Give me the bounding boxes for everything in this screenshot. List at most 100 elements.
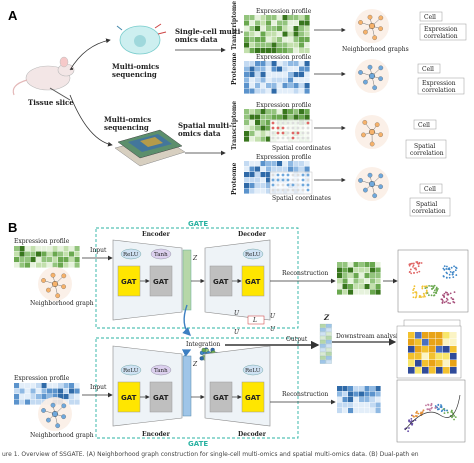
scatter-point: [422, 292, 425, 295]
tanh-label-2: Tanh: [154, 368, 168, 374]
overlay-bg: [269, 171, 313, 195]
spot: [301, 173, 305, 177]
svg-text:correlation: correlation: [410, 150, 444, 157]
expr-profile-label-4: Expression profile: [256, 154, 312, 161]
matrix-cell: [260, 72, 266, 78]
matrix-cell: [255, 131, 261, 137]
trajectory-point: [446, 409, 448, 412]
scatter-point: [448, 273, 451, 276]
z-cell: [319, 351, 326, 356]
latent-bar-bottom: [182, 355, 192, 417]
spot: [271, 173, 275, 177]
matrix-cell: [255, 88, 261, 94]
spot: [286, 126, 290, 130]
matrix-cell: [277, 61, 283, 67]
panel-b-label: B: [8, 220, 17, 235]
spot: [276, 183, 280, 187]
b-input-label-1: Input: [90, 247, 107, 254]
matrix-cell: [249, 166, 255, 172]
matrix-cell: [342, 408, 348, 414]
matrix-cell: [266, 66, 272, 72]
scatter-point: [453, 291, 456, 293]
spot: [276, 178, 280, 182]
matrix-cell: [271, 166, 277, 172]
trajectory-point: [438, 408, 440, 410]
loss-box: [247, 315, 265, 325]
matrix-cell: [244, 20, 250, 26]
multiomics-seq-label-1b: sequencing: [112, 70, 157, 79]
matrix-cell: [348, 408, 354, 414]
scatter-point: [426, 286, 428, 289]
svg-text:Spatial: Spatial: [414, 143, 435, 150]
matrix-cell: [337, 397, 343, 403]
matrix-cell: [266, 48, 272, 54]
matrix-cell: [364, 386, 370, 392]
matrix-cell: [249, 177, 255, 183]
scatter-point: [435, 286, 438, 289]
scatter-point: [412, 265, 414, 268]
matrix-cell: [293, 26, 299, 32]
matrix-cell: [266, 31, 272, 37]
matrix-cell: [266, 183, 272, 189]
z-cell: [325, 343, 332, 348]
matrix-cell: [58, 257, 64, 263]
matrix-cell: [255, 125, 261, 131]
trajectory-point: [421, 412, 423, 414]
matrix-cell: [47, 251, 53, 257]
spatial-data-label-b: omics data: [178, 129, 221, 138]
matrix-cell: [255, 172, 261, 178]
spatial-coords-label-1: Spatial coordinates: [272, 145, 331, 152]
tanh-label-1: Tanh: [154, 252, 168, 258]
matrix-cell: [52, 394, 58, 400]
matrix-cell: [337, 273, 343, 279]
scatter-point: [423, 294, 426, 297]
scatter-point: [452, 276, 455, 279]
scatter-point: [415, 295, 418, 298]
matrix-cell: [249, 15, 255, 21]
matrix-cell: [260, 61, 266, 67]
matrix-cell: [30, 388, 36, 394]
graph-node: [378, 76, 383, 82]
gat-block-4: [241, 265, 265, 297]
scatter-point: [416, 271, 419, 274]
matrix-cell: [249, 109, 255, 115]
matrix-cell: [359, 278, 365, 284]
z-cell: [319, 331, 326, 336]
scatter-point: [421, 285, 424, 288]
graph-center: [369, 128, 376, 135]
matrix-cell: [337, 402, 343, 408]
matrix-cell: [255, 109, 261, 115]
heat-cell: [415, 332, 422, 339]
heat-cell: [415, 353, 422, 360]
matrix-cell: [266, 114, 272, 120]
matrix-cell: [370, 397, 376, 403]
matrix-cell: [69, 399, 75, 405]
spot: [301, 183, 305, 187]
matrix-cell: [337, 278, 343, 284]
matrix-cell: [342, 397, 348, 403]
trajectory-point: [430, 404, 432, 407]
relu-node-3: [120, 364, 142, 376]
scatter-point: [435, 288, 438, 290]
spot: [271, 121, 275, 125]
graph-node: [61, 403, 67, 409]
matrix-cell: [353, 267, 359, 273]
trajectory-point: [440, 404, 442, 406]
scatter-point: [414, 291, 417, 294]
trajectory-point: [416, 410, 418, 413]
matrix-cell: [293, 48, 299, 54]
heat-cell: [429, 339, 436, 346]
matrix-cell: [266, 77, 272, 83]
b-rna-input-matrix: [14, 246, 80, 268]
matrix-cell: [249, 31, 255, 37]
scatter-point: [445, 300, 448, 303]
spot: [301, 136, 305, 140]
scatter-point: [417, 265, 420, 268]
matrix-cell: [63, 251, 69, 257]
gat-label-5: GAT: [121, 394, 137, 402]
matrix-cell: [337, 386, 343, 392]
matrix-cell: [359, 386, 365, 392]
loss-label: L: [252, 317, 257, 324]
matrix-cell: [19, 257, 25, 263]
